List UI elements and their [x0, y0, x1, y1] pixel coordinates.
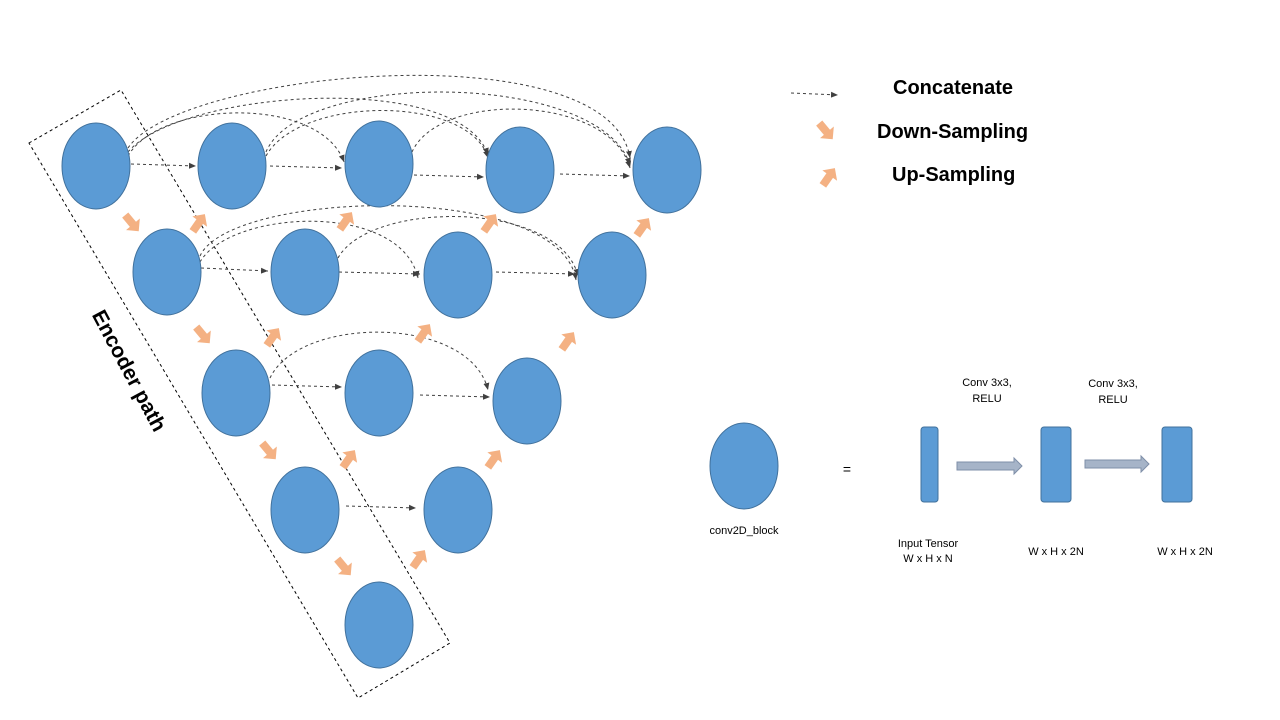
node-x12 — [423, 231, 493, 319]
up-arrow — [633, 218, 652, 238]
node-x22 — [492, 357, 562, 445]
conv2-arrow — [1084, 454, 1150, 474]
down-sampling-legend-icon — [816, 120, 834, 140]
legend-up-sampling-label: Up-Sampling — [892, 164, 1015, 186]
conv1-arrow — [956, 456, 1023, 476]
node-x10 — [132, 228, 202, 316]
up-arrow — [409, 550, 428, 570]
node-x31 — [423, 466, 493, 554]
up-sampling-legend-icon — [819, 168, 838, 188]
legend-concatenate-label: Concatenate — [893, 77, 1013, 99]
node-x04 — [632, 126, 702, 214]
down-arrow — [334, 556, 352, 576]
node-x02 — [344, 120, 414, 208]
short-connections — [130, 162, 631, 511]
intermediate-tensor-dims: W x H x 2N — [1028, 546, 1084, 558]
up-arrow — [484, 450, 503, 470]
equals-sign: = — [843, 461, 851, 477]
conv1-label-line2: RELU — [972, 393, 1001, 405]
node-x30 — [270, 466, 340, 554]
up-sampling-arrows — [189, 212, 652, 570]
concatenate-legend-icon — [790, 91, 839, 98]
conv2d-block-label: conv2D_block — [709, 525, 779, 537]
conv2-label-line2: RELU — [1098, 394, 1127, 406]
down-arrow — [193, 324, 211, 344]
node-x21 — [344, 349, 414, 437]
conv2d-block-definition: conv2D_block = Input Tensor W x H x N Co… — [709, 377, 1212, 565]
input-tensor — [920, 426, 939, 503]
node-x11 — [270, 228, 340, 316]
conv2d-block-node — [709, 422, 779, 510]
up-arrow — [558, 332, 577, 352]
intermediate-tensor — [1040, 426, 1072, 503]
output-tensor — [1161, 426, 1193, 503]
output-tensor-dims: W x H x 2N — [1157, 546, 1213, 558]
up-arrow — [339, 450, 358, 470]
conv1-label-line1: Conv 3x3, — [962, 377, 1012, 389]
node-x20 — [201, 349, 271, 437]
encoder-path-label: Encoder path — [87, 306, 170, 435]
down-sampling-arrows — [122, 212, 352, 576]
down-arrow — [122, 212, 140, 232]
nodes — [61, 120, 702, 669]
conv2-label-line1: Conv 3x3, — [1088, 378, 1138, 390]
legend: Concatenate Down-Sampling Up-Sampling — [790, 77, 1028, 188]
legend-down-sampling-label: Down-Sampling — [877, 121, 1028, 143]
up-arrow — [263, 328, 282, 348]
up-arrow — [189, 214, 208, 234]
skip-connections — [127, 74, 632, 391]
down-arrow — [259, 440, 277, 460]
input-tensor-dims: W x H x N — [903, 553, 953, 565]
node-x01 — [197, 122, 267, 210]
input-tensor-label: Input Tensor — [898, 538, 959, 550]
node-x00 — [61, 122, 131, 210]
up-arrow — [336, 212, 355, 232]
node-x13 — [577, 231, 647, 319]
up-arrow — [414, 324, 433, 344]
node-x40 — [344, 581, 414, 669]
up-arrow — [480, 214, 499, 234]
node-x03 — [485, 126, 555, 214]
